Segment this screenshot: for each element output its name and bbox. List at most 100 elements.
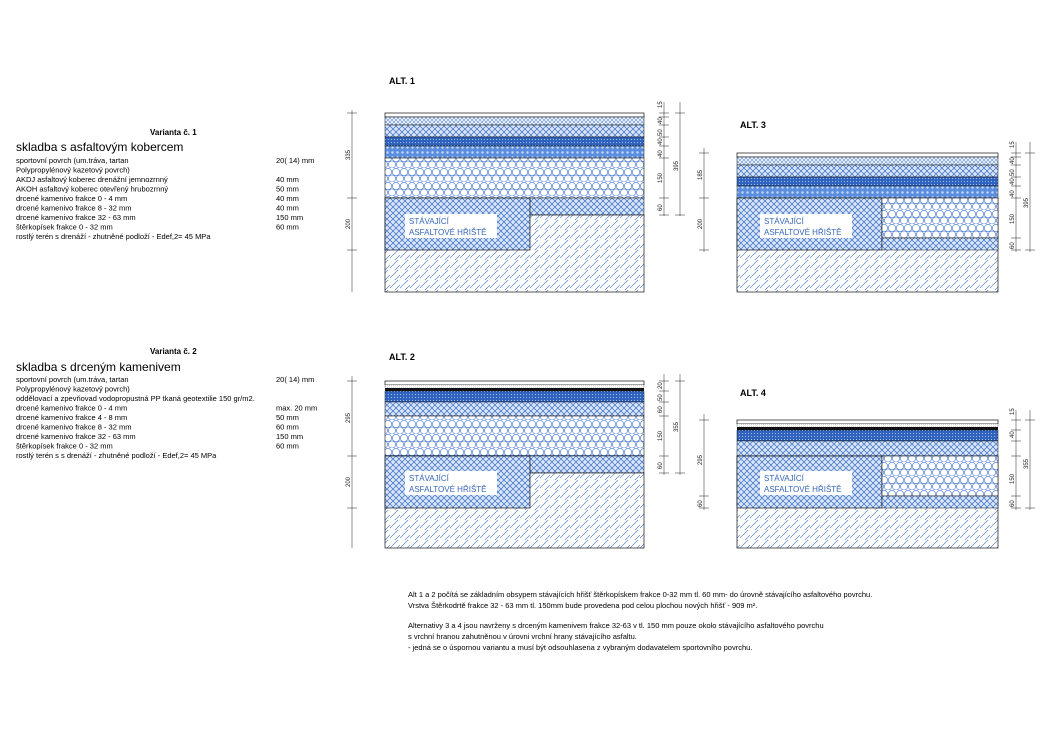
variant1-layer-name: štěrkopísek frakce 0 - 32 mm (16, 223, 113, 232)
alt4-label-box (760, 471, 852, 495)
alt3-dimensions (699, 142, 1035, 252)
alt1-dimensions (347, 102, 685, 292)
alt4-sport-surface (736, 419, 999, 425)
alt2-dimensions (347, 374, 685, 548)
alt4-dim-inner-2: 40 (1010, 431, 1016, 438)
alt2-label-box (405, 471, 497, 495)
alt4-dim-inner-4: 60 (1010, 500, 1016, 507)
variant2-title: skladba s drceným kamenivem (16, 360, 181, 374)
alt2-geotextile (384, 384, 645, 389)
variant2-layer-thickness: 150 mm (276, 432, 303, 441)
alt3-akdj-layer (736, 156, 999, 166)
variant2-layer-list: sportovní povrch (um.tráva, tartan 20( 14… (16, 375, 317, 460)
alt3-dim-inner-6: 150 (1010, 213, 1016, 224)
alt1-sport-surface (384, 112, 645, 118)
alt4-dim-left-1: 295 (698, 454, 704, 465)
alt1-title: ALT. 1 (389, 76, 415, 86)
alt1-dim-left-1: 335 (346, 149, 352, 160)
alt3-dim-inner-5: 40 (1010, 190, 1016, 197)
variant1-layer-thickness: 40 mm (276, 175, 299, 184)
variant1-layer-name: drcené kamenivo frakce 8 - 32 mm (16, 204, 131, 213)
variant2-layer-name: rostlý terén s s drenáží - zhutněné podl… (16, 451, 217, 460)
alt3-label-line2: ASFALTOVÉ HŘIŠTĚ (764, 228, 842, 237)
variant2-layer-name: drcené kamenivo frakce 32 - 63 mm (16, 432, 136, 441)
note-line-4: s vrchní hranou zahutněnou v úrovni vrch… (408, 632, 637, 641)
alt4-sand-gravel-edge (881, 495, 999, 509)
variant2-layer-thickness: 60 mm (276, 423, 299, 432)
variant1-layer-thickness: 40 mm (276, 204, 299, 213)
alt2-section: ALT. 2 STÁVAJÍCÍ ASFALTOVÉ HŘIŠTĚ 295 20… (346, 352, 685, 549)
alt1-dim-inner-3: 50 (658, 129, 664, 136)
alt4-gravel-8-32-layer (736, 440, 999, 457)
variant1-layer-name: drcené kamenivo frakce 32 - 63 mm (16, 213, 136, 222)
variant2-layer-thickness: 20( 14) mm (276, 375, 314, 384)
alt3-dim-inner-1: 15 (1010, 141, 1016, 148)
alt2-dim-inner-5: 60 (658, 462, 664, 469)
variant1-layer-thickness: 20( 14) mm (276, 156, 314, 165)
alt3-title: ALT. 3 (740, 120, 766, 130)
alt1-dim-left-2: 200 (346, 218, 352, 229)
variant2-layer-name: sportovní povrch (um.tráva, tartan (16, 375, 129, 384)
alt3-section: ALT. 3 STÁVAJÍCÍ ASFALTOVÉ HŘIŠTĚ 185 20… (698, 120, 1035, 293)
variant1-layer-name: drcené kamenivo frakce 0 - 4 mm (16, 194, 127, 203)
alt2-dim-left-2: 200 (346, 476, 352, 487)
variant2-layer-thickness: 60 mm (276, 442, 299, 451)
alt3-dim-left-2: 200 (698, 218, 704, 229)
alt2-title: ALT. 2 (389, 352, 415, 362)
variant1-heading: Varianta č. 1 (150, 128, 197, 137)
variant2-layer-name: drcené kamenivo frakce 8 - 32 mm (16, 423, 131, 432)
variant1-layer-name: AKOH asfaltový koberec otevřený hrubozrn… (16, 185, 168, 194)
alt3-label-line1: STÁVAJÍCÍ (764, 217, 805, 226)
alt4-label-line2: ASFALTOVÉ HŘIŠTĚ (764, 485, 842, 494)
variant2-layer-thickness: max. 20 mm (276, 404, 317, 413)
alt1-akdj-layer (384, 116, 645, 126)
variant1-layer-thickness: 50 mm (276, 185, 299, 194)
alt4-section: ALT. 4 STÁVAJÍCÍ ASFALTOVÉ HŘIŠTĚ 295 60… (698, 388, 1035, 549)
alt1-gravel-8-32-layer (384, 145, 645, 159)
alt3-akoh-layer (736, 164, 999, 178)
alt1-dim-right-1: 395 (674, 160, 680, 171)
alt4-dim-left-2: 60 (698, 500, 704, 507)
alt2-sport-surface (384, 380, 645, 386)
alt3-dim-right-1: 395 (1024, 197, 1030, 208)
notes-block: Alt 1 a 2 počítá se základním obsypem st… (408, 590, 872, 652)
alt3-sport-surface (736, 152, 999, 158)
alt1-akoh-layer (384, 124, 645, 138)
note-line-2: Vrstva Štěrkodrtě frakce 32 - 63 mm tl. … (408, 601, 757, 610)
alt2-dim-inner-4: 150 (658, 430, 664, 441)
variant1-layer-thickness: 150 mm (276, 213, 303, 222)
variant1-layer-name: sportovní povrch (um.tráva, tartan (16, 156, 129, 165)
alt1-dim-inner-1: 15 (658, 101, 664, 108)
alt3-gravel-32-63-edge (881, 197, 999, 239)
alt2-dim-inner-1: 20 (658, 382, 664, 389)
variant1-layer-name: AKDJ asfaltový koberec drenážní jemnozrn… (16, 175, 168, 184)
variant1-title: skladba s asfaltovým kobercem (16, 140, 183, 154)
alt2-gravel-32-63-layer (384, 415, 645, 457)
alt1-dim-inner-6: 150 (658, 172, 664, 183)
alt2-dim-right-1: 355 (674, 421, 680, 432)
variant2-layer-name: oddělovací a zpevňovad vodopropustná PP … (16, 394, 255, 403)
variant2-layer-name: drcené kamenivo frakce 4 - 8 mm (16, 413, 127, 422)
alt1-label-line1: STÁVAJÍCÍ (409, 217, 450, 226)
alt4-dim-inner-3: 150 (1010, 473, 1016, 484)
alt2-dim-inner-3: 60 (658, 406, 664, 413)
alt4-title: ALT. 4 (740, 388, 766, 398)
alt3-gravel-8-32-layer (736, 185, 999, 199)
variant1-layer-name: rostlý terén s drenáží - zhutněné podlož… (16, 232, 211, 241)
alt3-gravel-0-4-layer (736, 176, 999, 187)
note-line-5: - jedná se o úspornou variantu a musí bý… (408, 643, 752, 652)
alt1-dim-inner-2: 40 (658, 117, 664, 124)
alt2-gravel-4-8-layer (384, 390, 645, 403)
variant2-layer-thickness: 50 mm (276, 413, 299, 422)
alt1-dim-inner-5: 40 (658, 150, 664, 157)
alt4-geotextile (736, 423, 999, 428)
variant2-legend: Varianta č. 2 skladba s drceným kamenive… (16, 347, 317, 460)
alt3-sand-gravel-edge (881, 237, 999, 251)
alt1-gravel-32-63-layer (384, 157, 645, 199)
alt2-label-line1: STÁVAJÍCÍ (409, 474, 450, 483)
alt4-dim-inner-1: 15 (1010, 408, 1016, 415)
variant1-legend: Varianta č. 1 skladba s asfaltovým kober… (16, 128, 314, 241)
alt2-gravel-0-4-layer (385, 388, 644, 391)
alt3-dim-inner-2: 40 (1010, 157, 1016, 164)
